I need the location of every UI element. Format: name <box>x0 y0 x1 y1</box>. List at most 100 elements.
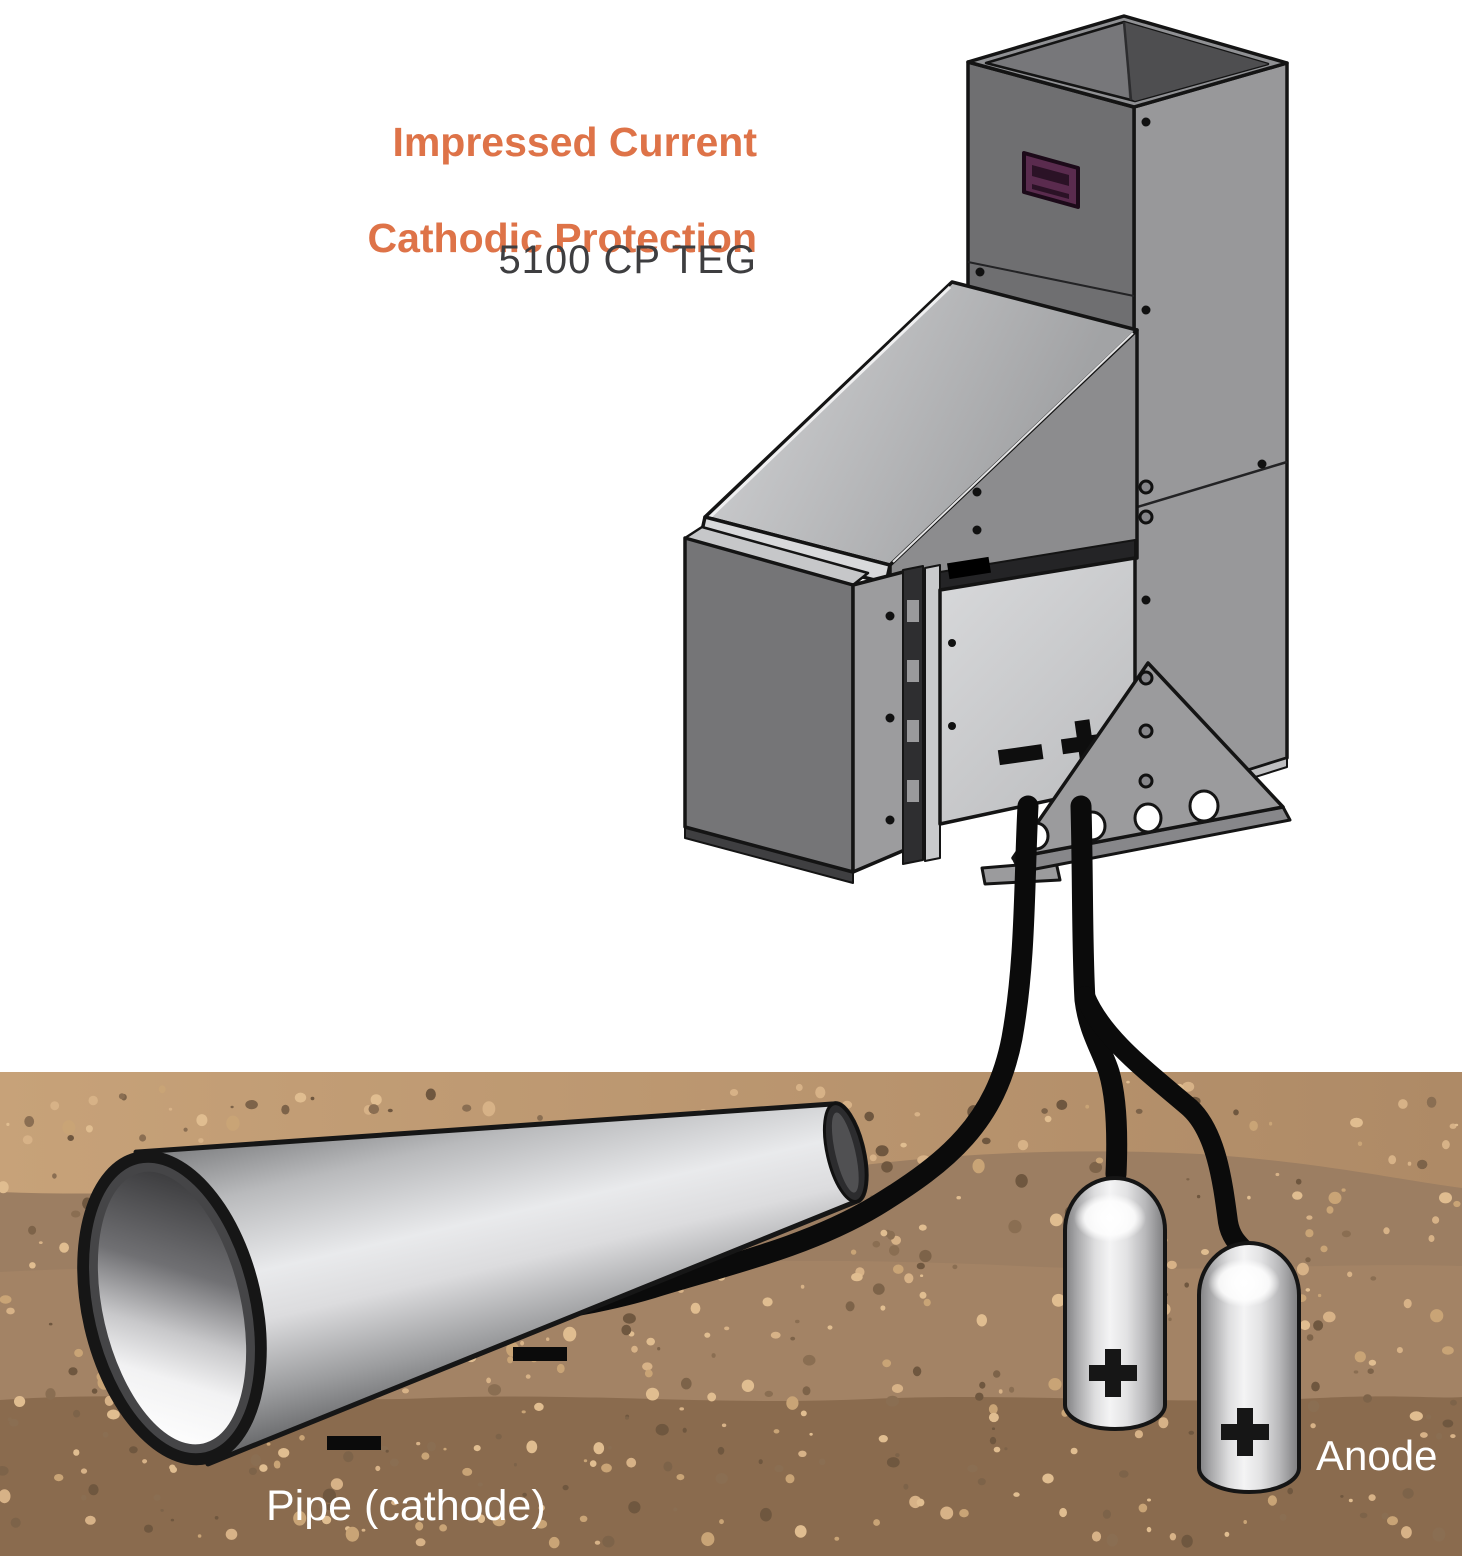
soil-speckle <box>1269 1121 1273 1126</box>
soil-speckle <box>579 1515 588 1523</box>
soil-speckle <box>918 1224 927 1231</box>
soil-speckle <box>486 1377 491 1384</box>
soil-speckle <box>1181 1534 1193 1548</box>
soil-speckle <box>914 1112 921 1117</box>
soil-speckle <box>80 1468 88 1474</box>
soil-speckle <box>1428 1235 1435 1242</box>
soil-speckle <box>1085 1104 1090 1109</box>
soil-speckle <box>900 1142 907 1148</box>
soil-speckle <box>68 1367 78 1376</box>
soil-speckle <box>923 1298 931 1307</box>
soil-speckle <box>795 1083 803 1092</box>
soil-speckle <box>593 1442 605 1455</box>
soil-speckle <box>387 1108 393 1113</box>
soil-speckle <box>1387 1516 1398 1526</box>
soil-speckle <box>45 1388 56 1400</box>
soil-speckle <box>361 1528 366 1532</box>
soil-speckle <box>1243 1520 1247 1524</box>
hinge-knuckles <box>907 600 919 802</box>
soil-speckle <box>802 1386 811 1396</box>
soil-speckle <box>546 1337 550 1341</box>
soil-speckle <box>681 1377 692 1390</box>
soil-speckle <box>873 1519 880 1526</box>
soil-speckle <box>0 1295 12 1304</box>
soil-speckle <box>415 1538 426 1547</box>
soil-speckle <box>850 1249 857 1255</box>
soil-speckle <box>273 1460 281 1469</box>
pipe-far-end-inner <box>831 1112 859 1193</box>
soil-speckle <box>764 1390 773 1397</box>
soil-speckle <box>1233 1109 1239 1116</box>
soil-speckle <box>1359 1512 1368 1519</box>
soil-speckle <box>1126 1080 1130 1084</box>
soil-speckle <box>473 1445 481 1452</box>
soil-speckle <box>1306 1215 1313 1220</box>
soil-speckle <box>1091 1531 1102 1542</box>
soil-speckle <box>1454 1123 1459 1127</box>
soil-speckle <box>645 1387 660 1401</box>
soil-speckle <box>1138 1503 1148 1513</box>
soil-speckle <box>322 1488 336 1503</box>
soil-speckle <box>1147 1498 1151 1502</box>
soil-speckle <box>225 1528 238 1540</box>
soil-speckle <box>102 1431 109 1438</box>
soil-speckle <box>682 1427 687 1433</box>
soil-speckle <box>1008 1219 1022 1234</box>
soil-speckle <box>245 1100 258 1110</box>
soil-speckle <box>1388 1155 1397 1165</box>
hood-edge-highlight <box>892 332 1134 563</box>
soil-speckle <box>1449 1123 1457 1129</box>
soil-speckle <box>880 1305 886 1311</box>
soil-speckle <box>1348 1498 1353 1503</box>
soil-speckle <box>601 1463 612 1473</box>
soil-speckle <box>1267 1495 1277 1506</box>
hood-ridge-highlight <box>706 285 952 521</box>
soil-speckle <box>266 1442 271 1446</box>
soil-speckle <box>845 1301 855 1312</box>
stack-front-seam <box>967 261 1135 297</box>
soil-speckle <box>10 1517 21 1528</box>
soil-speckle <box>1370 1276 1377 1281</box>
soil-speckle <box>310 1096 315 1101</box>
soil-speckle <box>802 1354 816 1366</box>
soil-speckle <box>1341 1188 1346 1192</box>
soil-speckle <box>869 1154 877 1162</box>
soil-speckle <box>118 1093 125 1100</box>
soil-speckle <box>583 1459 588 1463</box>
soil-speckle <box>513 1462 517 1467</box>
soil-speckle <box>956 1196 961 1200</box>
soil-speckle <box>1383 1227 1390 1235</box>
soil-speckle <box>762 1297 773 1307</box>
soil-speckle <box>919 1291 927 1299</box>
soil-speckle <box>882 1359 892 1368</box>
soil-speckle <box>794 1525 807 1538</box>
soil-speckle <box>972 1158 985 1174</box>
soil-speckle <box>482 1101 496 1117</box>
soil-speckle <box>904 1273 914 1284</box>
soil-speckle <box>0 1489 11 1504</box>
soil-speckle <box>1368 1359 1377 1366</box>
soil-speckle <box>715 1473 728 1484</box>
soil-speckle <box>1013 1492 1020 1497</box>
soil-speckle <box>717 1446 725 1455</box>
teg-unit <box>683 14 1292 886</box>
soil-speckle <box>1420 1432 1428 1438</box>
soil-speckle <box>1184 1282 1189 1288</box>
soil-speckle <box>1402 1488 1414 1499</box>
soil-speckle <box>886 1457 900 1468</box>
soil-speckle <box>1166 1260 1177 1270</box>
soil-speckle <box>1044 1115 1052 1123</box>
soil-speckle <box>631 1345 638 1353</box>
soil-speckle <box>142 1459 148 1464</box>
soil-speckle <box>368 1104 380 1115</box>
soil-speckle <box>477 1514 486 1523</box>
soil-speckle <box>168 1107 173 1111</box>
soil-speckle <box>701 1532 715 1547</box>
soil-speckle <box>88 1095 98 1106</box>
soil-speckle <box>903 1483 909 1490</box>
ring-screws <box>1138 479 1154 789</box>
soil-speckle <box>774 1464 784 1473</box>
soil-speckle <box>1430 1309 1444 1323</box>
